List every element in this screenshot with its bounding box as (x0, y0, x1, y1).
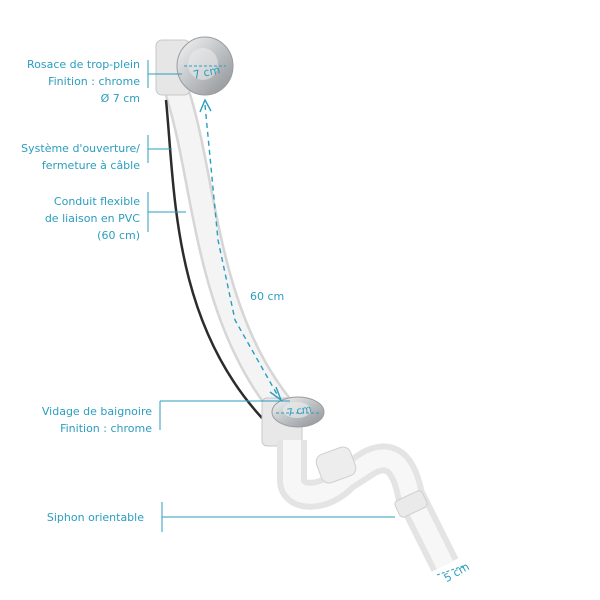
leader-siphon (161, 502, 395, 532)
label-overflow-line2: Finition : chrome (48, 75, 140, 88)
label-cable-line1: Système d'ouverture/ (21, 142, 140, 155)
arrow-down-icon (269, 386, 283, 402)
arrow-up-icon (199, 98, 212, 113)
label-conduit-line3: (60 cm) (97, 229, 140, 242)
label-conduit-line1: Conduit flexible (53, 195, 140, 208)
length-dimension-line (204, 104, 279, 397)
siphon-outlet-nut (394, 490, 428, 518)
length-text: 60 cm (250, 290, 285, 303)
label-drain-line2: Finition : chrome (60, 422, 152, 435)
label-drain-line1: Vidage de baignoire (41, 405, 152, 418)
label-siphon-line1: Siphon orientable (46, 511, 144, 524)
leader-drain (159, 400, 290, 430)
leader-conduit (147, 192, 186, 232)
siphon-nut (315, 446, 357, 484)
leader-overflow (147, 60, 182, 88)
label-cable-line2: fermeture à câble (41, 159, 140, 172)
leader-cable (147, 135, 172, 163)
label-cable-system: Système d'ouverture/ fermeture à câble (21, 140, 140, 174)
label-flexible-conduit: Conduit flexible de liaison en PVC (60 c… (45, 193, 140, 244)
opening-cable (164, 99, 263, 419)
label-conduit-line2: de liaison en PVC (44, 212, 140, 225)
label-overflow-line3: Ø 7 cm (100, 92, 140, 105)
outlet-diameter-line (436, 564, 467, 576)
label-siphon: Siphon orientable (47, 509, 144, 526)
label-overflow-rose: Rosace de trop-plein Finition : chrome Ø… (27, 56, 140, 107)
label-bath-drain: Vidage de baignoire Finition : chrome (42, 403, 152, 437)
label-overflow-line1: Rosace de trop-plein (26, 58, 140, 71)
